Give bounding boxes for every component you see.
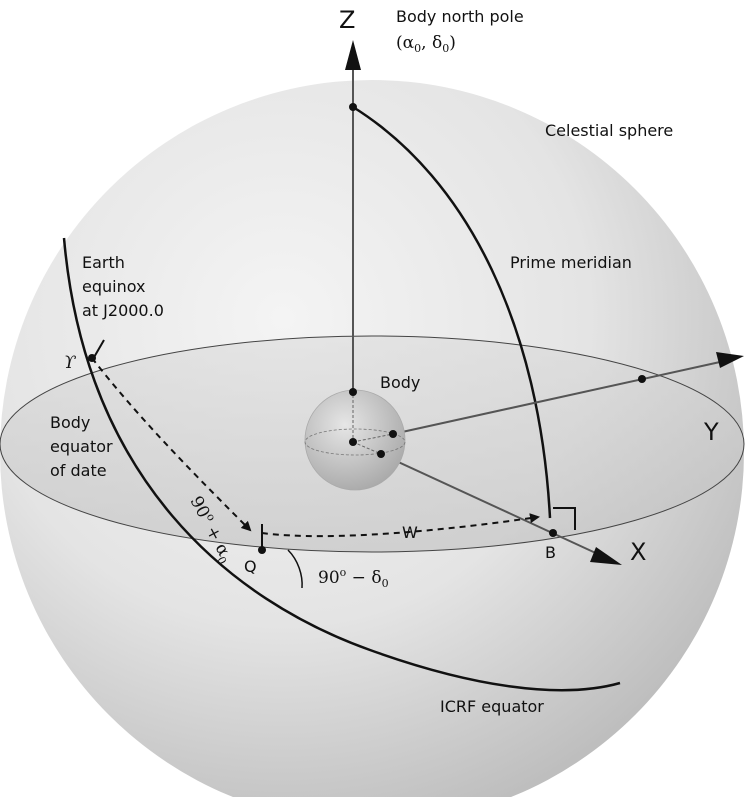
body-equator-line2: equator: [50, 437, 113, 456]
north-pole-coords: (α0, δ0): [396, 33, 456, 55]
y-axis-label: Y: [703, 418, 719, 446]
north-pole-point: [349, 103, 357, 111]
b-label: B: [545, 543, 556, 562]
earth-equinox-line3: at J2000.0: [82, 301, 164, 320]
inclination-arc: [287, 549, 303, 589]
y-axis-line: [392, 361, 721, 435]
y-inner-point: [389, 430, 397, 438]
body-equator-line3: of date: [50, 461, 107, 480]
equinox-point: [88, 354, 96, 362]
x-axis-arrowhead: [590, 547, 622, 565]
body-inner-y: [352, 433, 394, 443]
earth-equinox-line2: equinox: [82, 277, 146, 296]
x-axis-label: X: [630, 538, 646, 566]
body-equator-line1: Body: [50, 413, 90, 432]
gamma-label: ϒ: [64, 353, 77, 373]
body-sphere-equator: [304, 428, 406, 456]
inclination-label: 90o − δ0: [318, 566, 389, 590]
q-label: Q: [244, 557, 257, 576]
w-label: W: [402, 523, 418, 542]
body-label: Body: [380, 373, 420, 392]
icrf-equator-arc: [62, 237, 621, 692]
q-point: [258, 546, 266, 554]
y-sphere-point: [638, 375, 646, 383]
z-axis-label: Z: [339, 6, 355, 34]
prime-meridian-arc: [352, 105, 552, 519]
right-angle-marker: [553, 507, 576, 530]
b-point: [549, 529, 557, 537]
z-axis-arrowhead: [345, 40, 361, 70]
earth-equinox-line1: Earth: [82, 253, 125, 272]
celestial-sphere-label: Celestial sphere: [545, 121, 673, 140]
x-inner-point: [377, 450, 385, 458]
x-axis-line: [380, 453, 601, 556]
body-center-top-point: [349, 388, 357, 396]
north-pole-label: Body north pole: [396, 7, 524, 26]
y-axis-arrowhead: [716, 352, 744, 368]
icrf-equator-label: ICRF equator: [440, 697, 544, 716]
body-inner-x: [352, 441, 382, 455]
prime-meridian-label: Prime meridian: [510, 253, 632, 272]
body-center-point: [349, 438, 357, 446]
